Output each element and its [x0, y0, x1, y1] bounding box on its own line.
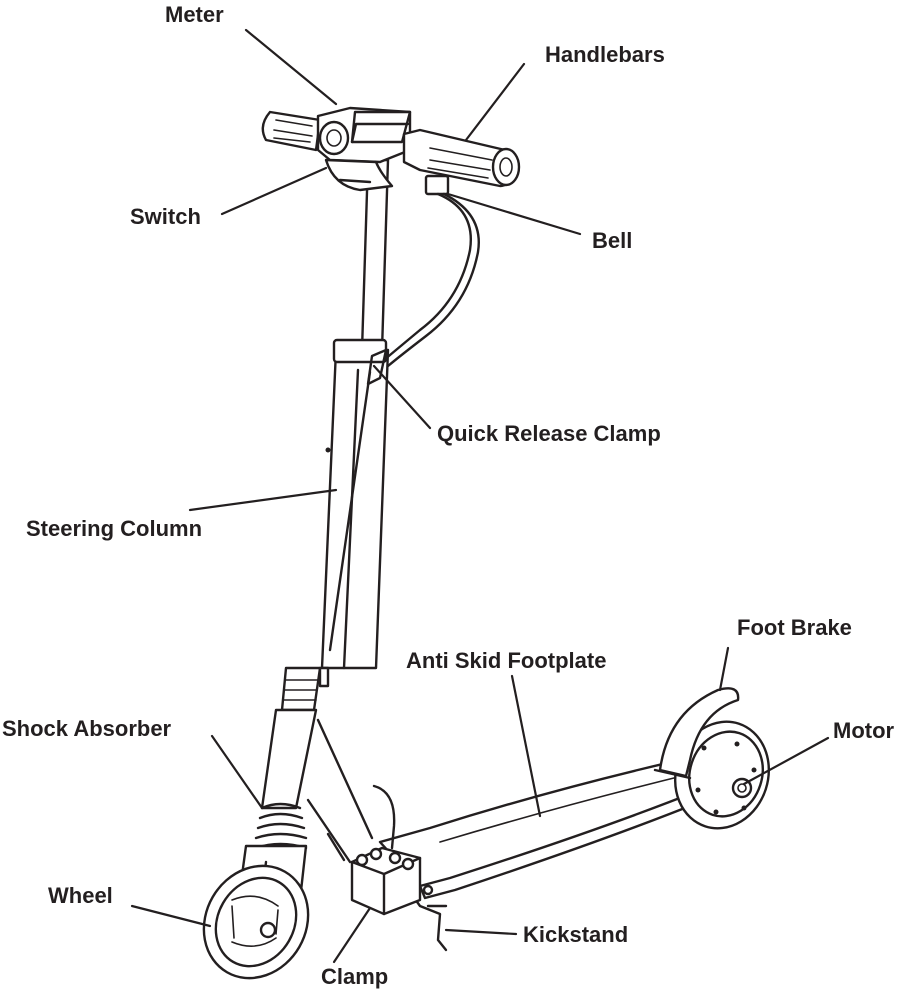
- label-wheel: Wheel: [48, 883, 113, 908]
- motor-shape: [673, 720, 771, 830]
- leader-handlebars: [464, 62, 526, 142]
- label-steering-column: Steering Column: [26, 516, 202, 541]
- front-wheel-shape: [202, 864, 310, 980]
- handlebars-shape: [261, 106, 521, 368]
- leader-motor: [742, 736, 830, 786]
- clamp-shape: [350, 846, 422, 916]
- leader-meter: [244, 28, 338, 106]
- leader-foot-brake: [718, 646, 730, 692]
- label-handlebars: Handlebars: [545, 42, 665, 67]
- label-clamp: Clamp: [321, 964, 388, 989]
- foot-brake-shape: [653, 687, 740, 780]
- part-labels: Meter Handlebars Switch Bell Quick Relea…: [2, 2, 895, 989]
- label-motor: Motor: [833, 718, 895, 743]
- shock-absorber-spring: [254, 802, 308, 850]
- label-foot-brake: Foot Brake: [737, 615, 852, 640]
- anti-skid-footplate-shape: [378, 746, 756, 900]
- label-anti-skid-footplate: Anti Skid Footplate: [406, 648, 606, 673]
- leader-kickstand: [444, 928, 518, 936]
- leader-quick-release-clamp: [372, 364, 432, 430]
- leader-lines: [130, 28, 830, 964]
- leader-bell: [446, 192, 582, 236]
- scooter-drawing: [202, 106, 771, 980]
- leader-clamp: [332, 906, 372, 964]
- leader-shock-absorber: [210, 734, 264, 810]
- leader-steering-column: [188, 488, 338, 512]
- leader-wheel: [130, 904, 212, 928]
- label-bell: Bell: [592, 228, 632, 253]
- label-switch: Switch: [130, 204, 201, 229]
- steering-column-shape: [238, 158, 390, 932]
- leader-anti-skid-footplate: [510, 674, 542, 818]
- label-meter: Meter: [165, 2, 224, 27]
- folding-linkage: [306, 718, 396, 864]
- label-quick-release-clamp: Quick Release Clamp: [437, 421, 661, 446]
- label-kickstand: Kickstand: [523, 922, 628, 947]
- label-shock-absorber: Shock Absorber: [2, 716, 172, 741]
- leader-switch: [220, 166, 328, 216]
